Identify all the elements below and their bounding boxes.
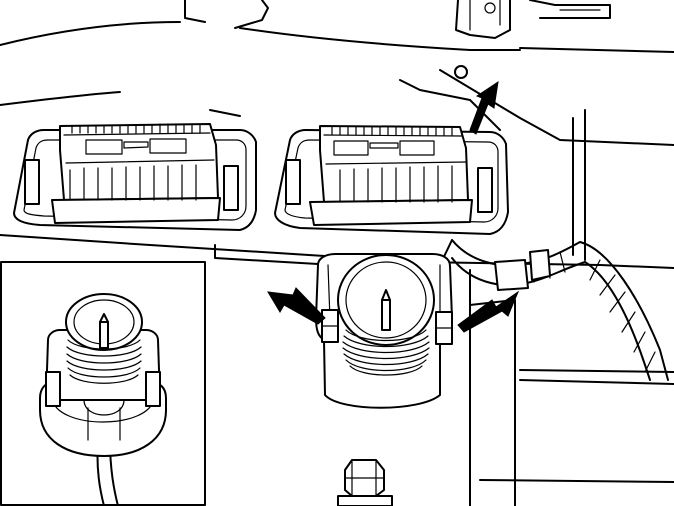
inset-detail [0,261,206,506]
arrow-top-right [469,80,499,135]
arrow-left [267,287,326,325]
connector-left [13,123,257,231]
wiring-harness [439,239,669,381]
round-connector [315,253,453,409]
mounting-stud [337,459,393,506]
callout-arrows [267,80,520,333]
arrow-right [457,290,520,333]
connector-right [274,125,509,235]
